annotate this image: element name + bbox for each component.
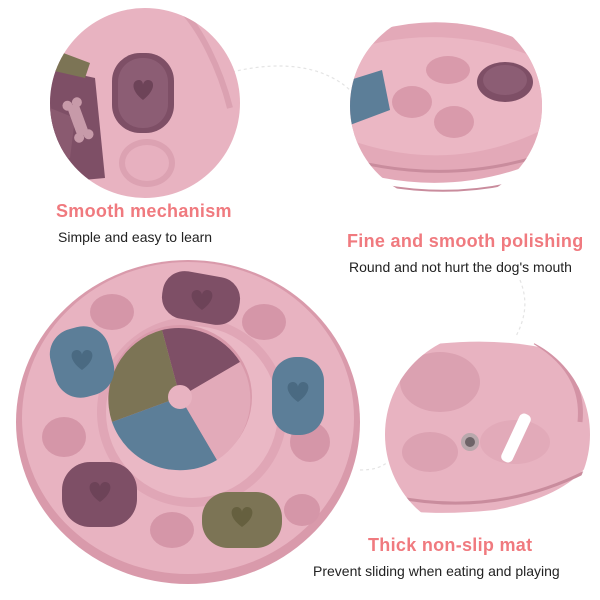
feature-title-mechanism: Smooth mechanism [56,201,232,221]
feature-description-non-slip-mat: Prevent sliding when eating and playing [313,563,560,579]
feature-description-mechanism: Simple and easy to learn [58,229,213,245]
feature-description-polishing: Round and not hurt the dog's mouth [349,259,572,275]
feature-title-non-slip-mat: Thick non-slip mat [368,535,533,555]
puzzle-feeder-product-image [12,252,364,588]
mechanism-detail-image [50,8,240,198]
feature-title-polishing: Fine and smooth polishing [347,231,584,251]
non-slip-mat-detail-image [385,332,590,537]
polishing-detail-image [350,10,542,202]
